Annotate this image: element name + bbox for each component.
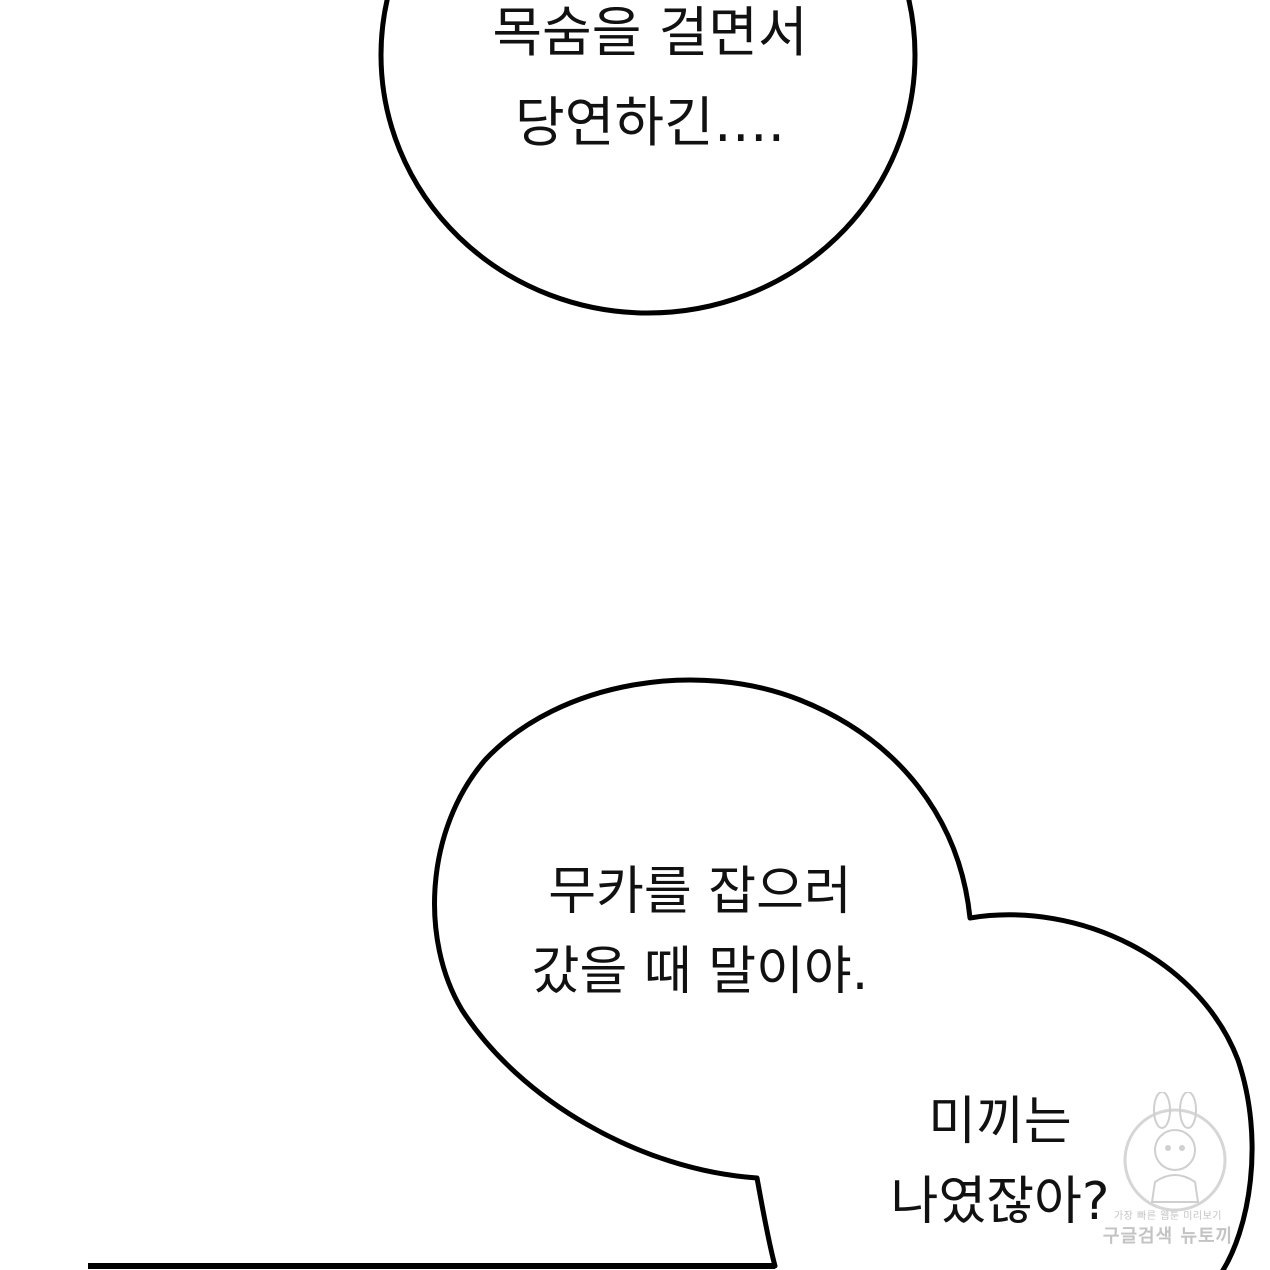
speech-bubble-top	[378, 0, 918, 316]
speech-text-bottom: 미끼는 나였잖아?	[860, 1082, 1140, 1242]
watermark: 가장 빠른 웹툰 미리보기 구글검색 뉴토끼	[1088, 1207, 1248, 1248]
speech-line: 갔을 때 말이야.	[531, 942, 869, 1002]
speech-text-middle: 무카를 잡으러 갔을 때 말이야.	[480, 852, 920, 1012]
speech-text-top: 목숨을 걸면서 당연하긴….	[440, 0, 860, 168]
speech-line: 무카를 잡으러	[548, 862, 852, 922]
speech-bubble-bottom	[88, 677, 1255, 1270]
bunny-mascot-icon	[1123, 1092, 1227, 1212]
speech-line: 나였잖아?	[890, 1172, 1110, 1232]
watermark-tagline: 가장 빠른 웹툰 미리보기	[1113, 1211, 1223, 1222]
speech-line: 미끼는	[928, 1092, 1072, 1152]
speech-line: 목숨을 걸면서	[492, 1, 808, 64]
watermark-brand: 구글검색 뉴토끼	[1102, 1226, 1234, 1247]
speech-line: 당연하긴….	[515, 91, 785, 154]
